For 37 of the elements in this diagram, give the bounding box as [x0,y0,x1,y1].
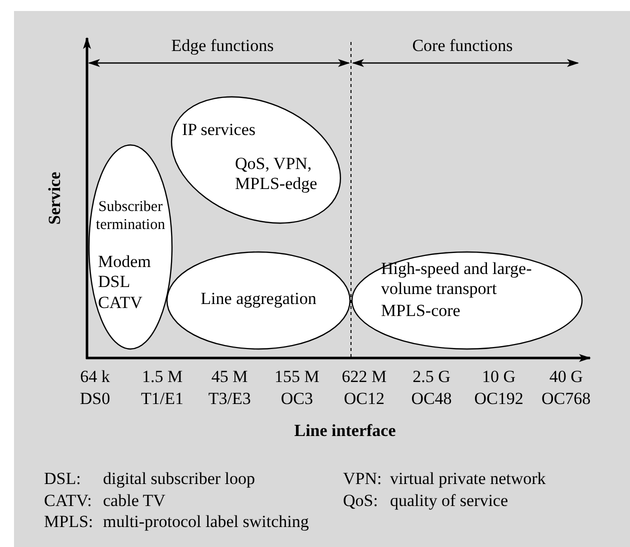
tick-label: 40 G [548,367,584,388]
abbreviation-text: quality of service [390,490,508,511]
region-label: Core functions [411,36,514,56]
node-text: Subscriber termination [94,198,166,234]
tick-label: OC48 [410,389,453,410]
abbreviation-text: MPLS: [44,512,94,532]
abbreviation-text: QoS: [343,490,378,511]
tick-label: OC12 [342,389,386,410]
tick-label: T1/E1 [140,389,185,410]
axis-title: Line interface [293,421,397,442]
node-text: QoS, VPN, MPLS-edge [235,154,318,195]
axis-title: Service [44,170,65,227]
tick-label: 45 M [210,367,249,388]
tick-label: 10 G [481,367,517,388]
abbreviation-text: DSL: [44,469,81,490]
node-text: IP services [182,120,256,140]
node-text: Line aggregation [200,289,318,310]
tick-label: 2.5 G [412,367,452,388]
abbreviation-text: CATV: [44,490,92,511]
node-text: MPLS-core [381,301,462,322]
tick-label: OC192 [473,389,524,410]
tick-label: DS0 [78,389,112,410]
abbreviation-text: cable TV [103,490,166,511]
tick-label: 622 M [340,367,388,388]
region-label: Edge functions [170,36,275,56]
tick-label: T3/E3 [207,389,252,410]
tick-label: 155 M [273,367,320,388]
tick-label: OC3 [280,389,314,410]
abbreviation-text: digital subscriber loop [103,469,256,490]
abbreviation-text: multi-protocol label switching [103,512,309,532]
node-text: High-speed and large-volume transport [381,259,533,300]
node-text: Modem DSL CATV [98,252,152,314]
tick-label: 64 k [79,367,111,388]
tick-label: 1.5 M [140,367,184,388]
abbreviation-text: VPN: [343,469,382,490]
tick-label: OC768 [540,389,592,410]
abbreviation-text: virtual private network [390,469,546,490]
